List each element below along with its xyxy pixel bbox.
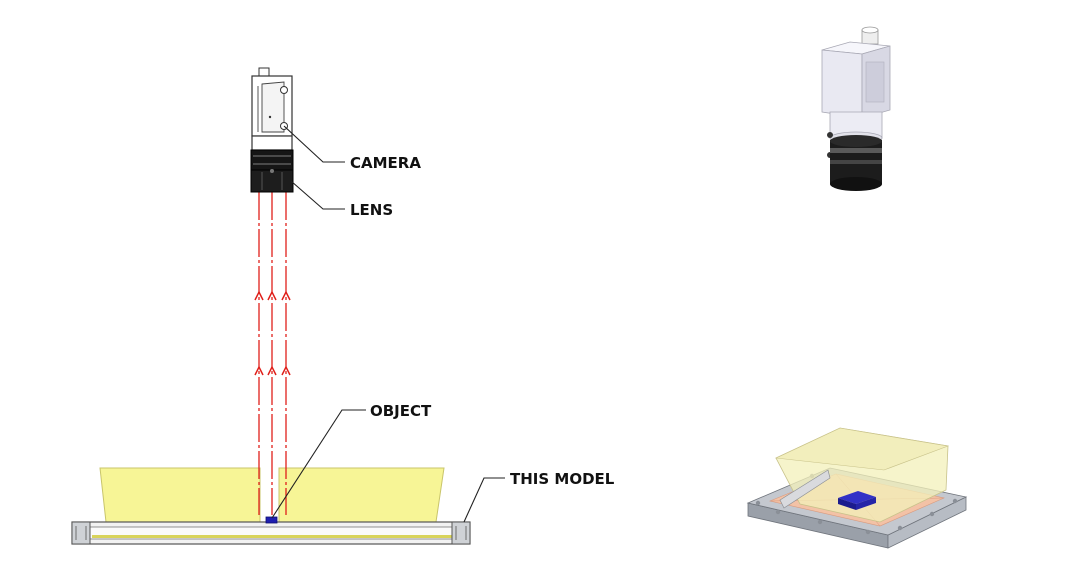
camera-iso [821,26,891,191]
light-rays [258,192,287,515]
camera-side [251,67,293,151]
this-model-label: THIS MODEL [510,470,615,488]
camera-label: CAMERA [350,154,421,172]
object-label: OBJECT [370,402,432,420]
lens-side [250,149,294,193]
object-block [265,516,278,524]
light-zone-right [278,467,445,523]
leader-lines [271,125,505,523]
base-plate [71,521,471,545]
light-zone-left [99,467,261,523]
lens-label: LENS [350,201,393,219]
side-view [71,67,505,545]
model-iso [746,427,968,549]
ray-arrows [254,290,291,376]
